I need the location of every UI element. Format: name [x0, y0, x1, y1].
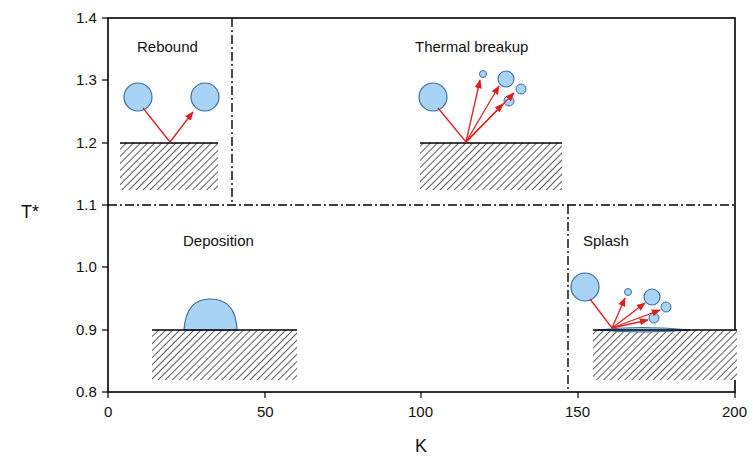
splash-illustration — [571, 273, 737, 380]
tick-label: 1.4 — [76, 9, 97, 27]
tick-label: 1.2 — [76, 134, 97, 152]
tick-label: 0.9 — [76, 321, 97, 339]
region-name: Rebound — [137, 38, 198, 56]
tick-label: 1.1 — [76, 196, 97, 214]
tick-label: 200 — [722, 403, 747, 421]
deposition-illustration — [152, 299, 297, 380]
tick-label: 50 — [257, 403, 274, 421]
tick-label: 100 — [408, 403, 433, 421]
region-name: Deposition — [183, 232, 254, 250]
tick-label: 1.0 — [76, 258, 97, 276]
region-label: Thermal breakup — [411, 36, 532, 58]
region-label: Rebound — [133, 36, 202, 58]
tick-label: 1.3 — [76, 71, 97, 89]
tick-label: 0 — [104, 403, 112, 421]
rebound-illustration — [120, 83, 219, 190]
tick-label: 0.8 — [76, 383, 97, 401]
axis-title: K — [415, 437, 427, 455]
region-label: Deposition — [179, 230, 258, 252]
axis-title: T* — [21, 203, 39, 221]
region-name: Splash — [583, 232, 629, 250]
tick-label: 150 — [565, 403, 590, 421]
region-name: Thermal breakup — [415, 38, 528, 56]
region-label: Splash — [579, 230, 633, 252]
thermal-breakup-illustration — [419, 71, 562, 191]
